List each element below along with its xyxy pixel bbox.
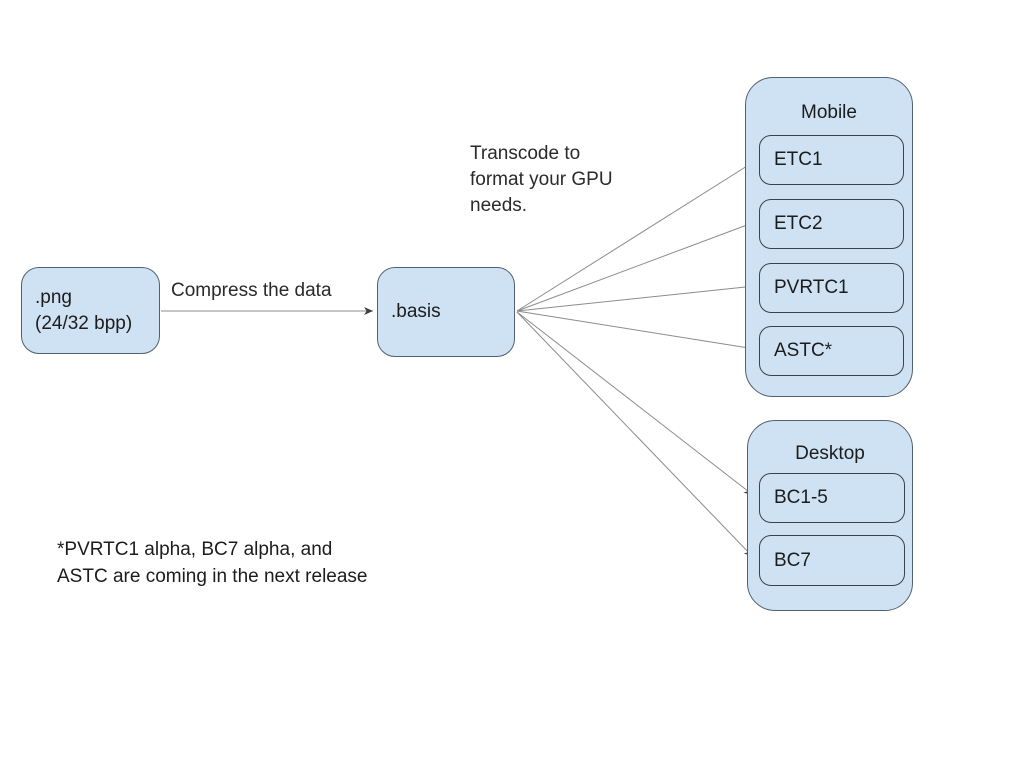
compress-edge-label: Compress the data: [171, 280, 332, 301]
edge-basis-to-astc: [516, 310, 756, 352]
node-basis-label: .basis: [391, 301, 441, 322]
format-box-etc1-label: ETC1: [774, 149, 823, 170]
edge-basis-to-bc7: [516, 311, 754, 558]
transcode-annotation: Transcode to format your GPU needs.: [470, 143, 613, 216]
format-box-etc1: ETC1: [759, 135, 904, 185]
format-box-astc: ASTC*: [759, 326, 904, 376]
format-box-etc2-label: ETC2: [774, 213, 823, 234]
format-box-etc2: ETC2: [759, 199, 904, 249]
group-desktop: Desktop BC1-5 BC7: [747, 420, 913, 611]
format-box-bc7-label: BC7: [774, 549, 811, 571]
node-png: .png (24/32 bpp): [21, 267, 160, 354]
edge-basis-to-bc1-5: [516, 311, 754, 496]
edge-basis-to-etc2: [516, 221, 756, 312]
footnote: *PVRTC1 alpha, BC7 alpha, and ASTC are c…: [57, 539, 368, 587]
group-mobile-title: Mobile: [801, 102, 857, 123]
format-box-pvrtc1-label: PVRTC1: [774, 277, 849, 298]
format-box-bc7: BC7: [759, 535, 905, 586]
format-box-pvrtc1: PVRTC1: [759, 263, 904, 313]
group-mobile: Mobile ETC1 ETC2 PVRTC1 ASTC*: [745, 77, 913, 397]
format-box-bc1-5-label: BC1-5: [774, 487, 828, 508]
format-box-astc-label: ASTC*: [774, 340, 833, 361]
node-basis: .basis: [377, 267, 515, 357]
edge-basis-to-pvrtc1: [516, 282, 756, 312]
node-png-label: .png (24/32 bpp): [35, 286, 133, 334]
format-box-bc1-5: BC1-5: [759, 473, 905, 523]
group-desktop-title: Desktop: [795, 443, 865, 464]
